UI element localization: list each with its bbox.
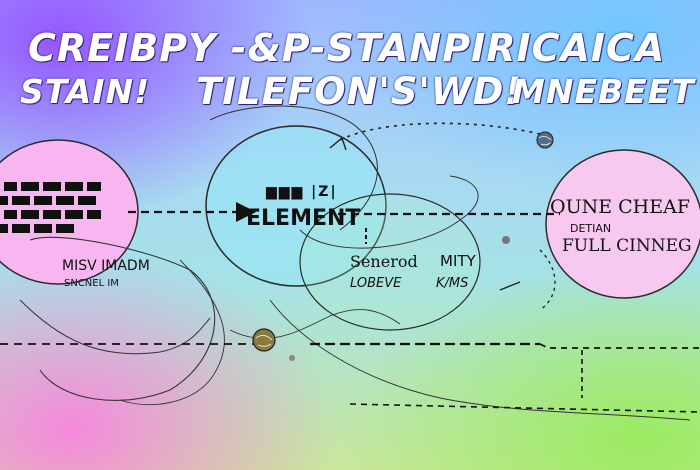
sketch-curve (209, 105, 378, 231)
title-line-2c: MNEBEET (512, 72, 695, 111)
element-label: ELEMENT (246, 206, 361, 231)
dotted-arrow-icon (339, 122, 541, 141)
decorative-dot (289, 355, 295, 361)
dashed-connector (349, 403, 700, 413)
kms-label: K/MS (436, 276, 469, 291)
right-circle-subtitle: DETIAN (570, 222, 612, 235)
title-line-2b: TILEFON'S'WD! (196, 70, 523, 113)
sketch-curve (299, 175, 479, 249)
element-header-bar: ▆▆▆ |Z| (266, 184, 338, 200)
sketch-curve (29, 236, 216, 401)
right-circle-footer: FULL CINNEG (562, 236, 692, 256)
sketch-curve (269, 299, 691, 421)
right-circle-title: OUNE CHEAF (550, 196, 691, 218)
small-globe-icon (255, 335, 273, 347)
decorative-dot (502, 236, 510, 244)
sketch-curve (19, 299, 211, 355)
sketch-curve (119, 259, 225, 406)
title-line-2a: STAIN! (20, 72, 151, 111)
dotted-arrow-icon (499, 281, 521, 291)
middle-element-circle (205, 125, 387, 287)
left-lower-sublabel: SNCNEL IM (64, 278, 119, 289)
arrow-right-icon (236, 202, 256, 222)
small-globe-icon (538, 136, 552, 146)
overlap-circle (299, 193, 481, 331)
dotted-arrow-icon (329, 136, 347, 151)
sencod-label: Senerod (350, 252, 418, 271)
dashed-connector (539, 343, 700, 349)
brick-grid-icon (0, 182, 101, 233)
right-pink-circle (545, 149, 700, 299)
title-line-1: CREIBPY -&P-STANPIRICAICA (28, 26, 666, 70)
dotted-arrow-icon (539, 249, 556, 311)
lobeve-label: LOBEVE (350, 276, 402, 291)
mity-label: MITY (440, 252, 476, 270)
left-lower-label: MISV IMADM (62, 258, 150, 274)
